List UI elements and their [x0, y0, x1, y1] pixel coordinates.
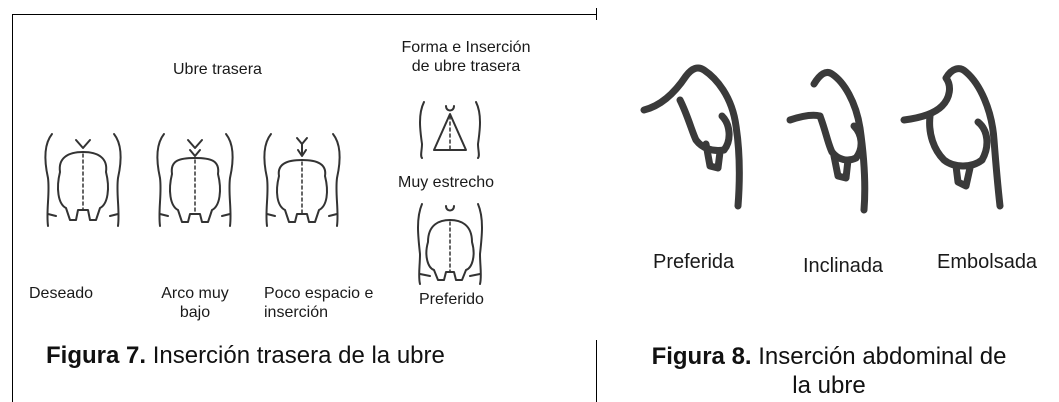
poco-line2: inserción: [264, 304, 329, 321]
arco-line2: bajo: [179, 304, 211, 321]
forma-insercion-line2: de ubre trasera: [411, 58, 521, 75]
figure8-caption: Figura 8. Inserción abdominal de: [604, 342, 1054, 371]
udder-side-preferida-drawing: [640, 64, 743, 210]
poco-line1: Poco espacio e: [264, 285, 374, 302]
left-border: [12, 14, 13, 402]
forma-insercion-title: Forma e Inserción de ubre trasera: [386, 38, 546, 76]
center-divider-top: [596, 8, 597, 20]
embolsada-label: Embolsada: [937, 251, 1038, 273]
figure8-caption-line2: la ubre: [792, 372, 866, 399]
ubre-trasera-label: Ubre trasera: [173, 61, 262, 78]
udder-rear-poco-espacio-drawing: [263, 133, 341, 227]
figure8-caption-line1: Figura 8. Inserción abdominal de: [604, 342, 1054, 371]
top-border-left: [12, 14, 596, 15]
forma-insercion-line1: Forma e Inserción: [401, 39, 531, 56]
figure8-caption-bold: Figura 8.: [651, 343, 752, 370]
udder-side-inclinada-drawing: [786, 68, 869, 214]
figure8-caption-text: Inserción abdominal de: [751, 343, 1007, 370]
center-divider-bottom: [596, 340, 597, 402]
preferido-label: Preferido: [419, 291, 484, 308]
deseado-label: Deseado: [29, 285, 94, 302]
poco-espacio-label: Poco espacio e inserción: [264, 284, 373, 322]
arco-muy-bajo-label: Arco muy bajo: [150, 284, 240, 322]
udder-side-embolsada-drawing: [900, 65, 1004, 210]
figure7-caption: Figura 7. Inserción trasera de la ubre: [46, 341, 445, 370]
arco-line1: Arco muy: [161, 285, 229, 302]
udder-shape-muy-estrecho-drawing: [419, 101, 481, 159]
udder-shape-preferido-drawing: [417, 203, 483, 285]
figure7-caption-text: Inserción trasera de la ubre: [146, 342, 445, 369]
preferida-label: Preferida: [653, 251, 735, 273]
muy-estrecho-label: Muy estrecho: [398, 174, 495, 191]
figure7-caption-bold: Figura 7.: [46, 342, 147, 369]
udder-rear-arco-bajo-drawing: [156, 133, 234, 227]
inclinada-label: Inclinada: [803, 255, 884, 277]
udder-rear-deseado-drawing: [44, 133, 122, 227]
